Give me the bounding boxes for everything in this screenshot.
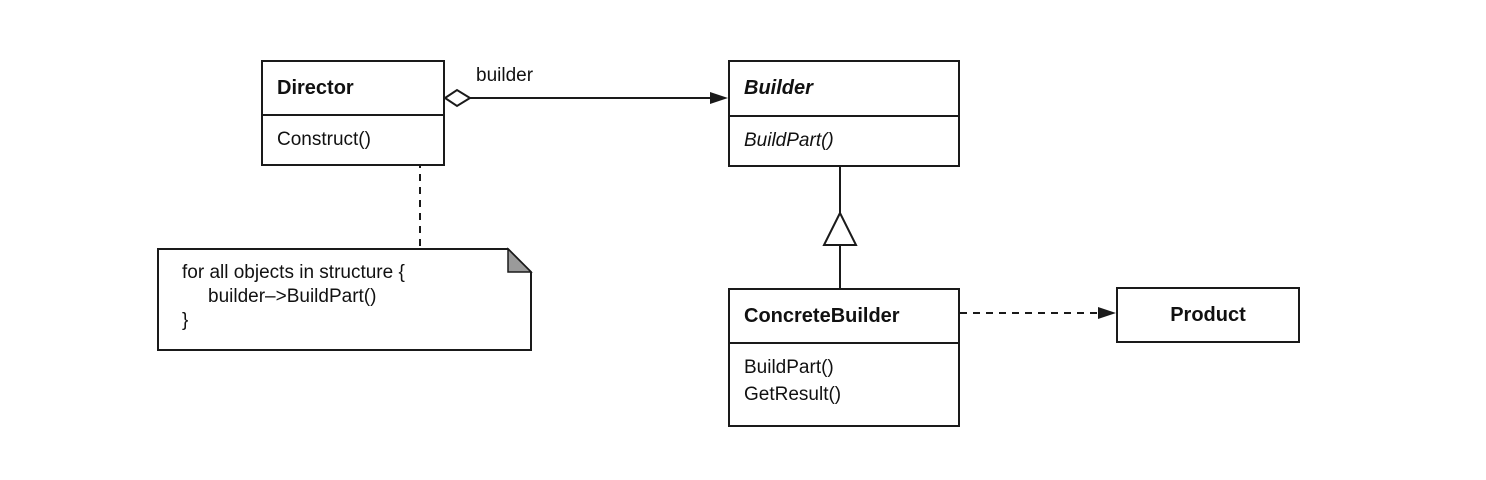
inheritance-triangle-icon bbox=[822, 210, 858, 246]
note-line: builder–>BuildPart() bbox=[208, 286, 377, 307]
class-operations: BuildPart() GetResult() bbox=[730, 342, 958, 408]
operation: BuildPart() bbox=[744, 130, 834, 151]
note-corner-fold-icon bbox=[507, 247, 533, 273]
class-name: Product bbox=[1170, 303, 1246, 326]
code-note: for all objects in structure { builder–>… bbox=[158, 249, 532, 350]
class-operations: BuildPart() bbox=[730, 115, 958, 154]
note-line: } bbox=[182, 310, 189, 331]
aggregation-diamond-icon bbox=[443, 88, 472, 108]
navigation-arrowhead-icon bbox=[710, 92, 728, 104]
operation: GetResult() bbox=[744, 384, 842, 405]
class-name: Director bbox=[277, 76, 354, 99]
class-product[interactable]: Product bbox=[1116, 287, 1300, 343]
class-director[interactable]: Director Construct() bbox=[261, 60, 445, 166]
operation: BuildPart() bbox=[744, 357, 834, 378]
class-name: Builder bbox=[744, 77, 813, 99]
operation: Construct() bbox=[277, 129, 371, 150]
class-operations: Construct() bbox=[263, 114, 443, 153]
note-line: for all objects in structure { bbox=[182, 262, 405, 283]
class-concrete-builder[interactable]: ConcreteBuilder BuildPart() GetResult() bbox=[728, 288, 960, 427]
dependency-arrowhead-icon bbox=[1098, 307, 1116, 319]
class-name: ConcreteBuilder bbox=[744, 304, 900, 327]
association-label: builder bbox=[476, 65, 534, 86]
note-outline bbox=[157, 248, 532, 351]
class-builder[interactable]: Builder BuildPart() bbox=[728, 60, 960, 167]
